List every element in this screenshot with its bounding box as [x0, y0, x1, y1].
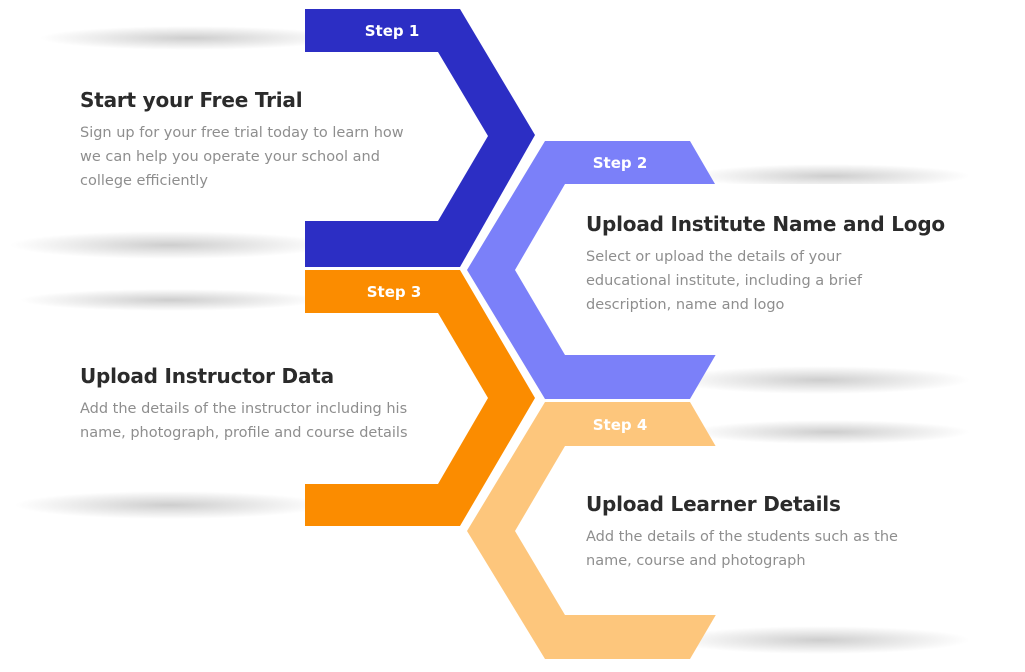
step-4-description: Add the details of the students such as …	[586, 529, 898, 569]
step-1-content: Start your Free Trial Sign up for your f…	[80, 88, 404, 189]
step-1-title: Start your Free Trial	[80, 88, 303, 112]
step-1-card	[52, 52, 488, 221]
step-1-label: Step 1	[365, 22, 420, 40]
step-2-content: Upload Institute Name and Logo Select or…	[586, 212, 945, 313]
step-4-label: Step 4	[593, 416, 648, 434]
step-2-title: Upload Institute Name and Logo	[586, 212, 945, 236]
step-3-description: Add the details of the instructor includ…	[80, 401, 408, 441]
step-4-content: Upload Learner Details Add the details o…	[586, 492, 898, 569]
step-1-description: Sign up for your free trial today to lea…	[80, 125, 404, 189]
step-3-title: Upload Instructor Data	[80, 364, 334, 388]
step-2-description: Select or upload the details of your edu…	[586, 249, 863, 313]
step-4-card	[515, 446, 968, 615]
step-2-card	[515, 184, 968, 355]
card-shadows	[10, 26, 970, 654]
step-2-label: Step 2	[593, 154, 648, 172]
step-4-title: Upload Learner Details	[586, 492, 841, 516]
step-3-card	[52, 313, 488, 484]
step-3-content: Upload Instructor Data Add the details o…	[80, 364, 408, 441]
step-3-label: Step 3	[367, 283, 422, 301]
